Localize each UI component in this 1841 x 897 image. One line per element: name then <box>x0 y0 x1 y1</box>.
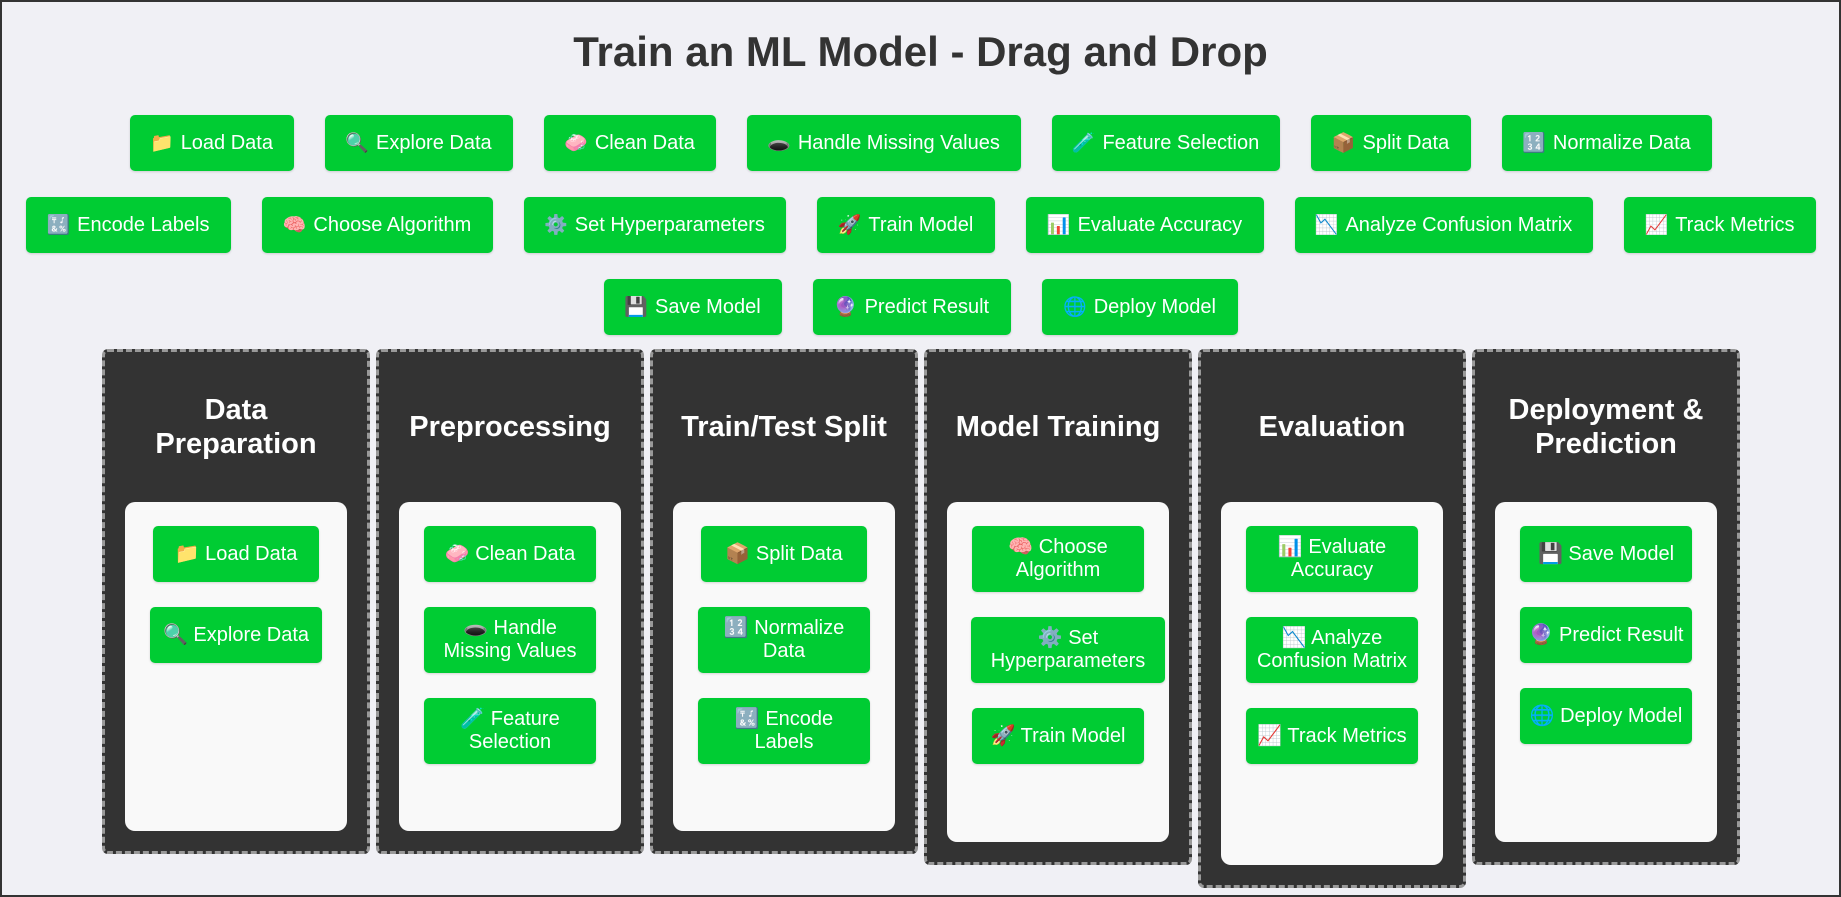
dropped-chip-track-metrics[interactable]: 📈 Track Metrics <box>1246 708 1418 764</box>
rocket-icon: 🚀 <box>837 215 862 236</box>
symbols-icon: 🔣 <box>46 215 71 236</box>
dropped-chip-choose-algorithm[interactable]: 🧠 Choose Algorithm <box>972 526 1144 592</box>
symbols-icon: 🔣 <box>734 708 760 730</box>
chart-up-icon: 📈 <box>1257 724 1283 747</box>
bank-chip-save-model[interactable]: 💾Save Model <box>603 279 782 335</box>
dropped-chip-train-model[interactable]: 🚀 Train Model <box>972 708 1144 764</box>
globe-icon: 🌐 <box>1529 704 1555 727</box>
dropped-chip-predict-result[interactable]: 🔮 Predict Result <box>1520 607 1692 663</box>
column-evaluation: Evaluation 📊 Evaluate Accuracy 📉 Analyze… <box>1198 349 1466 888</box>
bank-chip-set-hyperparameters[interactable]: ⚙️Set Hyperparameters <box>523 197 786 253</box>
dropped-chip-load-data[interactable]: 📁 Load Data <box>153 526 319 582</box>
crystal-ball-icon: 🔮 <box>833 297 858 318</box>
column-title: Model Training <box>955 411 1161 443</box>
package-icon: 📦 <box>725 542 751 565</box>
bank-chip-track-metrics[interactable]: 📈Track Metrics <box>1623 197 1816 253</box>
dropped-chip-clean-data[interactable]: 🧼 Clean Data <box>424 526 596 582</box>
numbers-icon: 🔢 <box>723 617 749 639</box>
column-train-test-split: Train/Test Split 📦 Split Data 🔢 Normaliz… <box>650 349 918 854</box>
column-preprocessing: Preprocessing 🧼 Clean Data 🕳️ Handle Mis… <box>376 349 644 854</box>
test-tube-icon: 🧪 <box>460 708 486 730</box>
bank-row-2: 🔣Encode Labels 🧠Choose Algorithm ⚙️Set H… <box>2 197 1839 253</box>
hole-icon: 🕳️ <box>767 133 791 154</box>
magnifier-icon: 🔍 <box>162 623 188 646</box>
floppy-disk-icon: 💾 <box>624 297 649 318</box>
magnifier-icon: 🔍 <box>345 133 370 154</box>
rocket-icon: 🚀 <box>990 724 1016 747</box>
dropped-chip-handle-missing-values[interactable]: 🕳️ Handle Missing Values <box>424 607 596 673</box>
dropped-chip-deploy-model[interactable]: 🌐 Deploy Model <box>1520 688 1692 744</box>
bank-chip-predict-result[interactable]: 🔮Predict Result <box>812 279 1011 335</box>
chart-down-icon: 📉 <box>1281 627 1307 649</box>
bank-chip-handle-missing-values[interactable]: 🕳️Handle Missing Values <box>746 115 1021 171</box>
crystal-ball-icon: 🔮 <box>1528 623 1554 646</box>
column-title: Deployment & Prediction <box>1508 394 1704 460</box>
bank-chip-feature-selection[interactable]: 🧪Feature Selection <box>1051 115 1280 171</box>
bank-chip-choose-algorithm[interactable]: 🧠Choose Algorithm <box>261 197 493 253</box>
dropped-chip-explore-data[interactable]: 🔍 Explore Data <box>150 607 322 663</box>
package-icon: 📦 <box>1331 133 1356 154</box>
dropped-chip-split-data[interactable]: 📦 Split Data <box>701 526 867 582</box>
brain-icon: 🧠 <box>282 215 307 236</box>
hole-icon: 🕳️ <box>463 617 488 639</box>
drop-zone-model-training[interactable]: 🧠 Choose Algorithm ⚙️ Set Hyperparameter… <box>947 502 1169 842</box>
drop-zone-preprocessing[interactable]: 🧼 Clean Data 🕳️ Handle Missing Values 🧪 … <box>399 502 621 831</box>
dropped-chip-analyze-confusion-matrix[interactable]: 📉 Analyze Confusion Matrix <box>1246 617 1418 683</box>
numbers-icon: 🔢 <box>1522 133 1546 154</box>
column-deployment-prediction: Deployment & Prediction 💾 Save Model 🔮 P… <box>1472 349 1740 865</box>
chart-up-icon: 📈 <box>1644 215 1669 236</box>
column-title: Evaluation <box>1258 411 1406 443</box>
chart-down-icon: 📉 <box>1314 215 1339 236</box>
column-title: Train/Test Split <box>681 411 887 443</box>
bank-row-3: 💾Save Model 🔮Predict Result 🌐Deploy Mode… <box>2 279 1839 335</box>
soap-icon: 🧼 <box>564 133 588 154</box>
folder-icon: 📁 <box>174 542 200 565</box>
drop-zone-train-test-split[interactable]: 📦 Split Data 🔢 Normalize Data 🔣 Encode L… <box>673 502 895 831</box>
folder-icon: 📁 <box>150 133 174 154</box>
bank-chip-split-data[interactable]: 📦Split Data <box>1310 115 1471 171</box>
dropped-chip-evaluate-accuracy[interactable]: 📊 Evaluate Accuracy <box>1246 526 1418 592</box>
bank-chip-encode-labels[interactable]: 🔣Encode Labels <box>25 197 231 253</box>
soap-icon: 🧼 <box>444 542 470 565</box>
floppy-disk-icon: 💾 <box>1537 542 1563 565</box>
column-title: Data Preparation <box>155 394 317 460</box>
bar-chart-icon: 📊 <box>1046 215 1071 236</box>
bank-chip-load-data[interactable]: 📁Load Data <box>129 115 294 171</box>
stage-columns: Data Preparation 📁 Load Data 🔍 Explore D… <box>102 349 1740 888</box>
globe-icon: 🌐 <box>1063 297 1087 318</box>
drop-zone-deployment-prediction[interactable]: 💾 Save Model 🔮 Predict Result 🌐 Deploy M… <box>1495 502 1717 842</box>
dropped-chip-save-model[interactable]: 💾 Save Model <box>1520 526 1692 582</box>
drop-zone-evaluation[interactable]: 📊 Evaluate Accuracy 📉 Analyze Confusion … <box>1221 502 1443 865</box>
bank-row-1: 📁Load Data 🔍Explore Data 🧼Clean Data 🕳️H… <box>2 115 1839 171</box>
bank-chip-evaluate-accuracy[interactable]: 📊Evaluate Accuracy <box>1025 197 1264 253</box>
brain-icon: 🧠 <box>1008 536 1034 558</box>
drop-zone-data-preparation[interactable]: 📁 Load Data 🔍 Explore Data <box>125 502 347 831</box>
bank-chip-explore-data[interactable]: 🔍Explore Data <box>324 115 513 171</box>
bank-chip-clean-data[interactable]: 🧼Clean Data <box>543 115 716 171</box>
column-data-preparation: Data Preparation 📁 Load Data 🔍 Explore D… <box>102 349 370 854</box>
page-title: Train an ML Model - Drag and Drop <box>573 28 1268 75</box>
column-model-training: Model Training 🧠 Choose Algorithm ⚙️ Set… <box>924 349 1192 865</box>
dropped-chip-normalize-data[interactable]: 🔢 Normalize Data <box>698 607 870 673</box>
gear-icon: ⚙️ <box>544 215 568 236</box>
dropped-chip-feature-selection[interactable]: 🧪 Feature Selection <box>424 698 596 764</box>
test-tube-icon: 🧪 <box>1071 133 1096 154</box>
bar-chart-icon: 📊 <box>1277 536 1303 558</box>
dropped-chip-encode-labels[interactable]: 🔣 Encode Labels <box>698 698 870 764</box>
gear-icon: ⚙️ <box>1037 627 1063 649</box>
bank-chip-analyze-confusion-matrix[interactable]: 📉Analyze Confusion Matrix <box>1294 197 1593 253</box>
bank-chip-train-model[interactable]: 🚀Train Model <box>816 197 995 253</box>
column-title: Preprocessing <box>409 411 611 443</box>
bank-chip-normalize-data[interactable]: 🔢Normalize Data <box>1501 115 1712 171</box>
dropped-chip-set-hyperparameters[interactable]: ⚙️ Set Hyperparameters <box>971 617 1165 683</box>
bank-chip-deploy-model[interactable]: 🌐Deploy Model <box>1041 279 1238 335</box>
